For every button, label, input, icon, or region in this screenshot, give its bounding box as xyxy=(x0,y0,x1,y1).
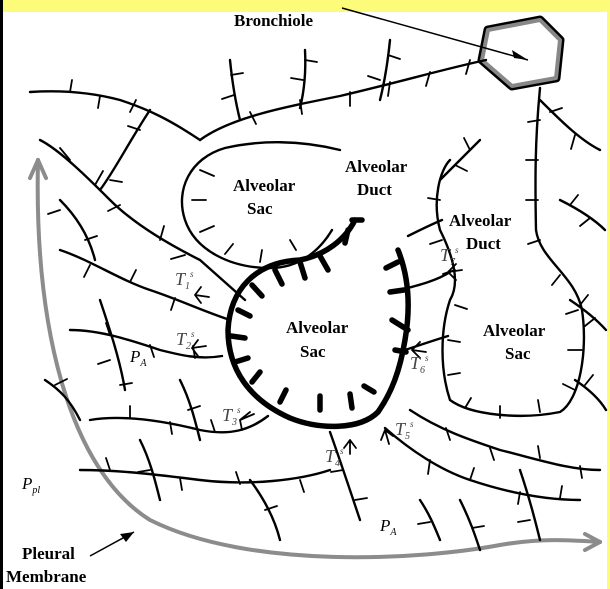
right-duct-label-line2: Duct xyxy=(466,234,501,253)
top-duct-label-line1: Alveolar xyxy=(345,157,408,176)
bronchiole-label: Bronchiole xyxy=(234,11,313,30)
network-twigs xyxy=(48,55,595,528)
right-sac-label-line2: Sac xyxy=(505,344,531,363)
tension-label-5: T5s xyxy=(395,419,414,442)
center-sac-label-line1: Alveolar xyxy=(286,318,349,337)
tension-label-1: T1s xyxy=(175,269,194,292)
pleural-pointer-arrow xyxy=(90,532,134,556)
pleural-label-line1: Pleural xyxy=(22,544,75,563)
left-sac-label-line1: Alveolar xyxy=(233,176,296,195)
interstitial-network xyxy=(30,40,606,550)
alveolar-pressure-symbol-left: PA xyxy=(129,347,147,369)
pleural-pressure-symbol: Ppl xyxy=(21,474,40,496)
alveolar-pressure-symbol-bottom: PA xyxy=(379,516,397,538)
center-sac-label-line2: Sac xyxy=(300,342,326,361)
left-sac-label-line2: Sac xyxy=(247,199,273,218)
right-duct-label-line1: Alveolar xyxy=(449,211,512,230)
tension-label-3: T3s xyxy=(222,405,241,428)
pleural-label-line2: Membrane xyxy=(6,567,87,586)
right-sac-label-line1: Alveolar xyxy=(483,321,546,340)
bronchiole-shape xyxy=(342,8,560,86)
tension-label-6: T6s xyxy=(410,353,429,376)
alveolar-septa xyxy=(192,60,582,418)
top-duct-label-line2: Duct xyxy=(357,180,392,199)
